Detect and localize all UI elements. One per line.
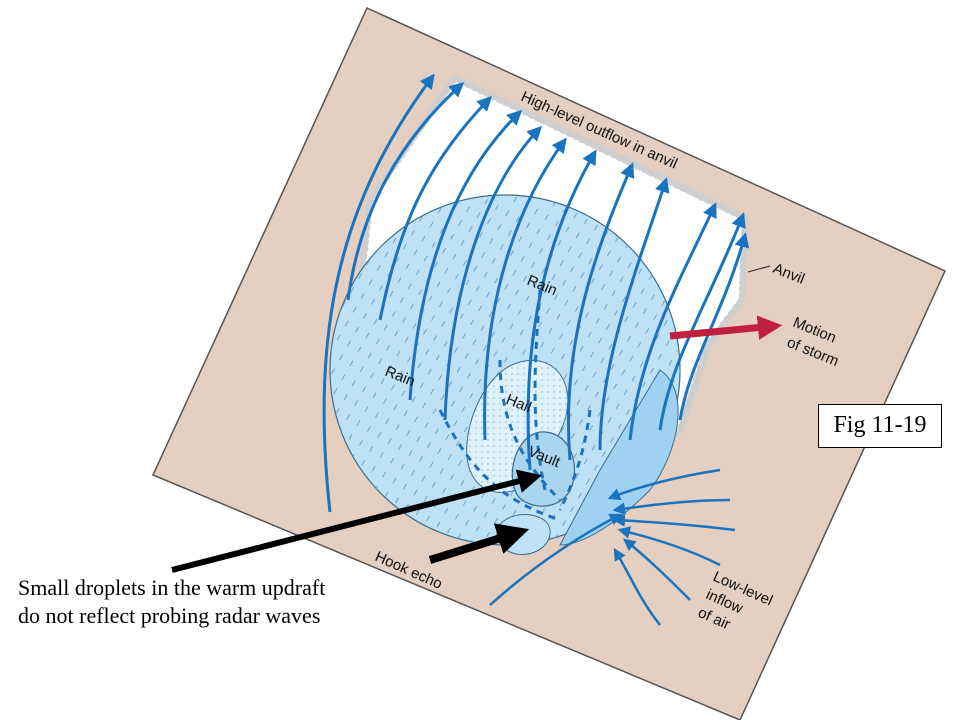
hook-echo-pointer-arrow — [428, 523, 530, 564]
motion-arrow — [669, 315, 783, 340]
explanation-text: Small droplets in the warm updraft do no… — [18, 575, 326, 628]
echo-edge-region — [559, 369, 679, 546]
outflow-arrows — [322, 73, 750, 522]
vault-pointer-arrow — [171, 469, 542, 573]
figure-caption: Fig 11-19 — [818, 404, 942, 448]
anvil-leader-line — [747, 265, 771, 273]
inflow-arrows — [489, 468, 736, 626]
